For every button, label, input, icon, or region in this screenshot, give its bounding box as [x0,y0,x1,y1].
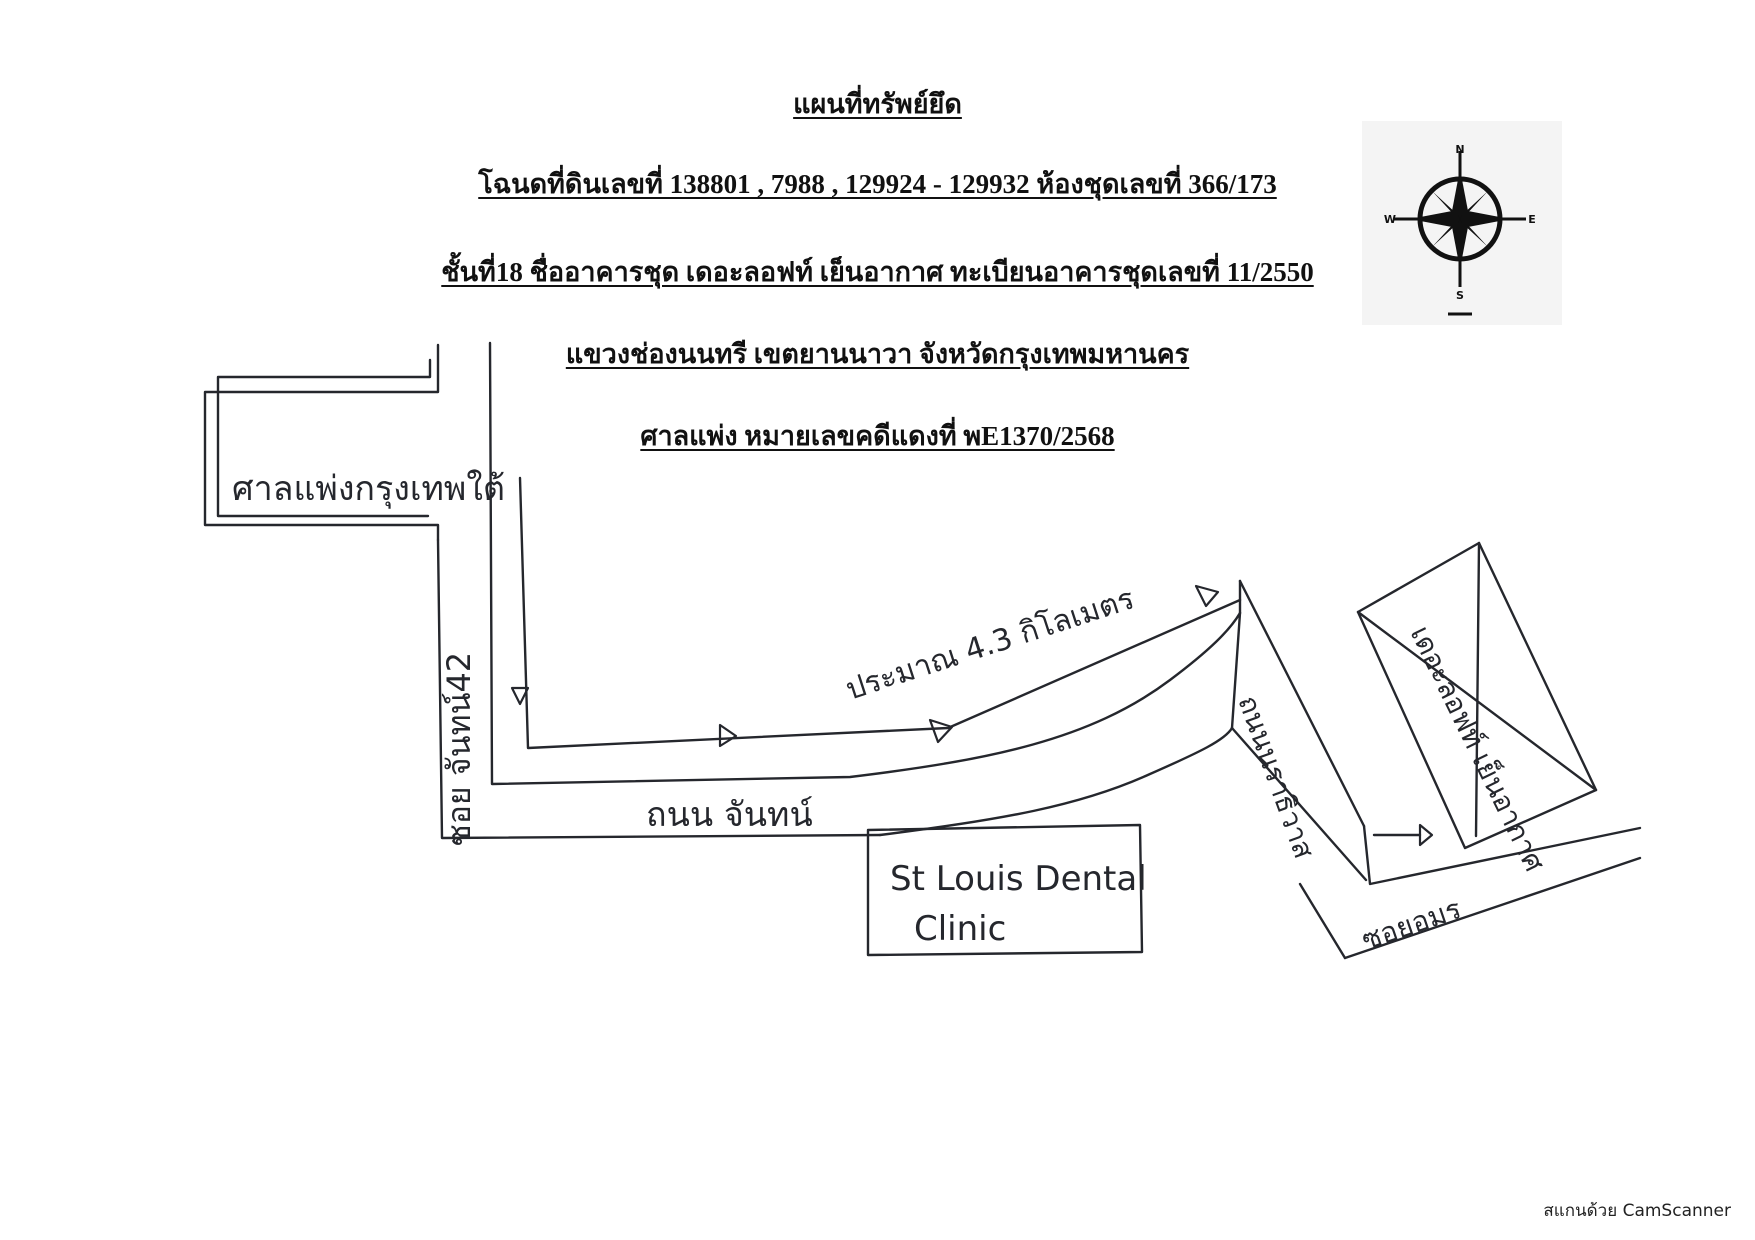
soi-amon-upper-edge [1362,824,1642,886]
compass-icon: N S W E [1384,143,1536,316]
route-arrow-mid-icon [928,718,954,744]
soi-amon-label: ซอยอมร [1358,892,1466,957]
compass-rose: N S W E [1362,121,1562,325]
narathiwat-right-edge [1238,579,1366,828]
chan-road-label: ถนน จันทน์ [646,795,813,835]
compass-east-label: E [1528,213,1536,226]
soi-chan-42-left-edge [436,538,882,840]
clinic-label-line2: Clinic [914,909,1006,949]
title-deed-line: โฉนดที่ดินเลขที่ 138801 , 7988 , 129924 … [478,169,1277,199]
route-line [518,476,1242,750]
soi-amon-lower-edge [1343,856,1642,960]
court-outline-inner [216,358,432,518]
target-arrow-icon [1418,823,1434,847]
soi-chan-42-label: ซอย จันทน์42 [440,652,478,846]
compass-north-label: N [1455,143,1464,156]
narathiwat-left-edge [1230,726,1368,882]
compass-south-label: S [1456,289,1464,302]
clinic-label-line1: St Louis Dental [890,859,1147,899]
route-arrow-upright-icon [1194,584,1220,608]
distance-label: ประมาณ 4.3 กิโลเมตร [841,580,1138,707]
compass-west-label: W [1384,213,1396,226]
soi-chan-42-right-edge [488,341,1242,786]
clinic-box [866,823,1144,957]
scanner-watermark: สแกนด้วย CamScanner [1543,1201,1731,1221]
chan-road-lower-edge [878,726,1234,837]
route-arrow-down-icon [510,686,530,706]
condo-line: ชั้นที่18 ชื่ออาคารชุด เดอะลอฟท์ เย็นอาก… [441,257,1314,287]
narathiwat-upper-link [1230,611,1242,730]
target-building-center-line [1474,541,1481,838]
route-arrow-right-icon [718,723,738,748]
soi-amon-left-end [1298,882,1347,960]
court-outline-outer [203,343,440,542]
map-title: แผนที่ทรัพย์ยึด [793,89,962,119]
court-label: ศาลแพ่งกรุงเทพใต้ [232,469,505,509]
map-header: แผนที่ทรัพย์ยึด โฉนดที่ดินเลขที่ 138801 … [0,0,1755,460]
location-line: แขวงช่องนนทรี เขตยานนาวา จังหวัดกรุงเทพม… [565,339,1190,369]
court-case-line: ศาลแพ่ง หมายเลขคดีแดงที่ พE1370/2568 [640,421,1115,451]
